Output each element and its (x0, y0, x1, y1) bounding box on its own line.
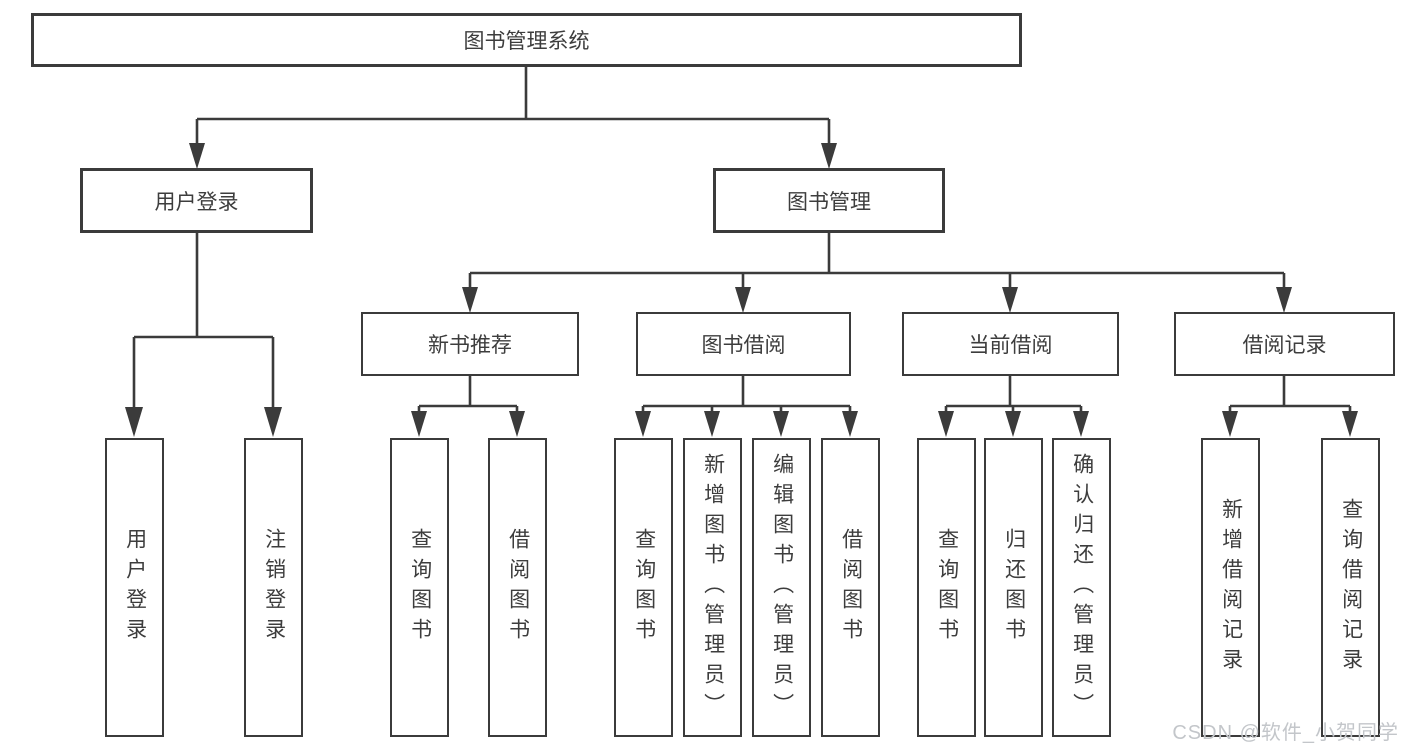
leaf-label: 新增图书（管理员） (701, 452, 725, 723)
arrowhead (773, 411, 789, 437)
arrowhead (189, 143, 205, 169)
leaf-label: 注销登录 (262, 527, 286, 648)
arrowhead (735, 287, 751, 313)
arrowhead (1002, 287, 1018, 313)
arrowhead (264, 407, 282, 437)
node-borrow-record: 借阅记录 (1174, 312, 1395, 376)
arrowhead (411, 411, 427, 437)
node-label: 用户登录 (154, 190, 239, 214)
leaf-return-books: 归还图书 (984, 438, 1043, 737)
arrowhead (938, 411, 954, 437)
leaf-logout: 注销登录 (244, 438, 303, 737)
connector-current-borrow-to-leaves (938, 375, 1089, 437)
leaf-label: 编辑图书（管理员） (770, 452, 794, 723)
leaf-label: 借阅图书 (839, 527, 863, 648)
leaf-label: 新增借阅记录 (1219, 497, 1243, 678)
connector-new-book-recommend-to-leaves (411, 375, 525, 437)
leaf-query-books-current: 查询图书 (917, 438, 976, 737)
csdn-watermark: CSDN @软件_小贺同学 (1172, 722, 1399, 744)
leaf-user-login: 用户登录 (105, 438, 164, 737)
node-current-borrow: 当前借阅 (902, 312, 1119, 376)
leaf-label: 查询借阅记录 (1339, 497, 1363, 678)
leaf-borrow-books-recommend: 借阅图书 (488, 438, 547, 737)
arrowhead (635, 411, 651, 437)
connector-borrow-record-to-leaves (1222, 375, 1358, 437)
connector-book-borrow-to-leaves (635, 375, 858, 437)
arrowhead (842, 411, 858, 437)
arrowhead (1222, 411, 1238, 437)
leaf-label: 用户登录 (123, 527, 147, 648)
leaf-confirm-return-admin: 确认归还（管理员） (1052, 438, 1111, 737)
leaf-add-borrow-record: 新增借阅记录 (1201, 438, 1260, 737)
arrowhead (1073, 411, 1089, 437)
arrowhead (509, 411, 525, 437)
leaf-label: 借阅图书 (506, 527, 530, 648)
arrowhead (1342, 411, 1358, 437)
arrowhead (704, 411, 720, 437)
node-label: 图书管理系统 (463, 30, 590, 53)
leaf-label: 归还图书 (1002, 527, 1026, 648)
connector-root-to-level1 (189, 66, 837, 169)
node-label: 借阅记录 (1242, 334, 1327, 357)
arrowhead (821, 143, 837, 169)
leaf-label: 查询图书 (632, 527, 656, 648)
leaf-query-borrow-record: 查询借阅记录 (1321, 438, 1380, 737)
node-user-login: 用户登录 (80, 168, 313, 233)
node-label: 当前借阅 (968, 334, 1053, 357)
leaf-query-books-borrow: 查询图书 (614, 438, 673, 737)
arrowhead (1005, 411, 1021, 437)
node-label: 图书借阅 (701, 334, 786, 357)
arrowhead (125, 407, 143, 437)
node-root-library-management-system: 图书管理系统 (31, 13, 1022, 67)
leaf-add-books-admin: 新增图书（管理员） (683, 438, 742, 737)
leaf-label: 查询图书 (935, 527, 959, 648)
arrowhead (462, 287, 478, 313)
leaf-label: 查询图书 (408, 527, 432, 648)
leaf-query-books-recommend: 查询图书 (390, 438, 449, 737)
arrowhead (1276, 287, 1292, 313)
connector-book-management-to-modules (462, 231, 1292, 313)
node-new-book-recommend: 新书推荐 (361, 312, 579, 376)
leaf-label: 确认归还（管理员） (1070, 452, 1094, 723)
node-book-borrow: 图书借阅 (636, 312, 851, 376)
node-label: 图书管理 (787, 190, 871, 214)
node-book-management: 图书管理 (713, 168, 945, 233)
leaf-edit-books-admin: 编辑图书（管理员） (752, 438, 811, 737)
node-label: 新书推荐 (428, 334, 512, 357)
leaf-borrow-books: 借阅图书 (821, 438, 880, 737)
connector-user-login-to-leaves (125, 232, 282, 437)
